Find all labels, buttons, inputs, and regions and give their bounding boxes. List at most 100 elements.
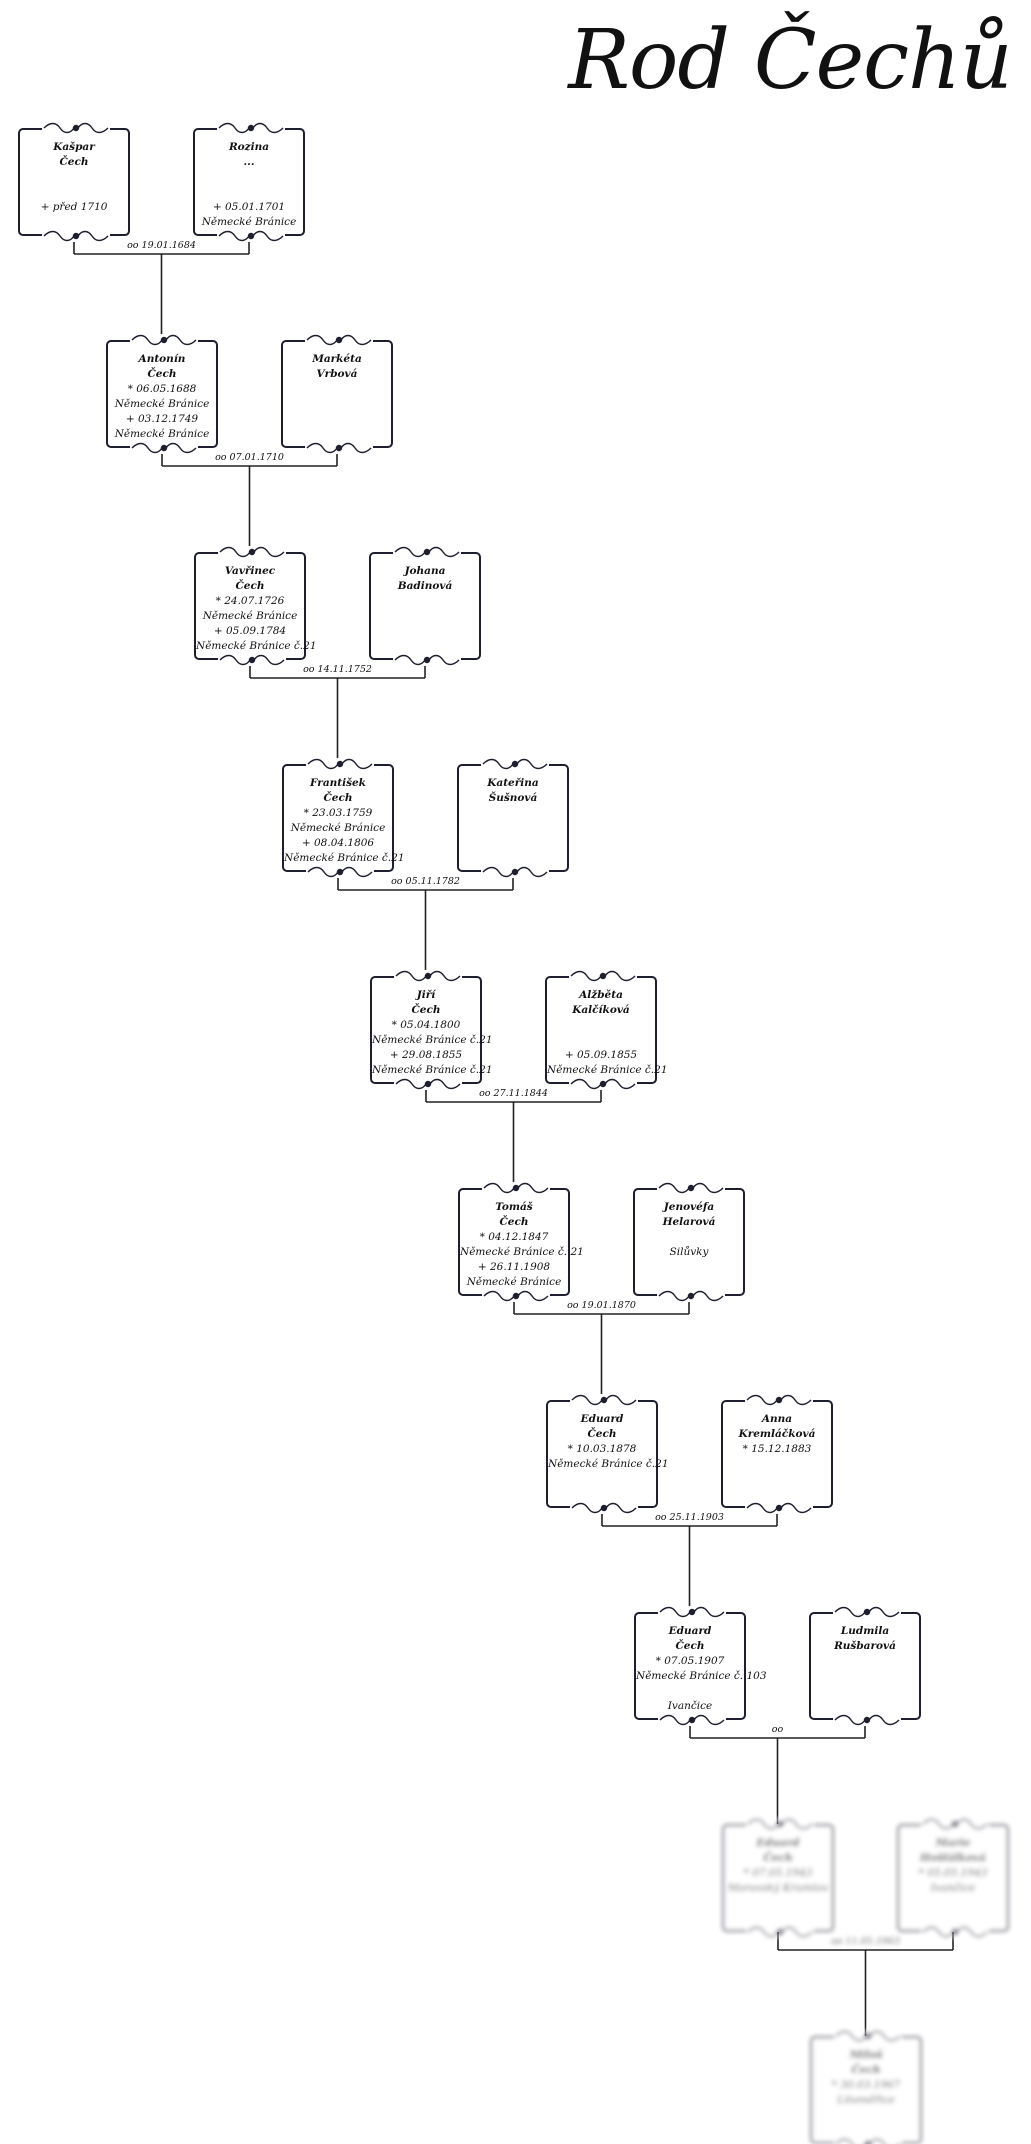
person-detail xyxy=(20,185,128,200)
given-name: František xyxy=(310,777,366,789)
given-name: Miloš xyxy=(849,2049,883,2061)
scroll-ornament-icon xyxy=(218,654,286,666)
person-detail: Německé Bránice č.21 xyxy=(548,1458,669,1470)
scroll-ornament-icon xyxy=(834,2030,902,2042)
surname: Čech xyxy=(763,1852,793,1864)
person-detail: Německé Bránice xyxy=(114,428,210,440)
person-detail: * 24.07.1726 xyxy=(215,595,285,607)
given-name: Jiří xyxy=(416,989,436,1001)
scroll-ornament-icon xyxy=(306,866,374,878)
scroll-ornament-icon xyxy=(393,654,461,666)
person-detail: + 03.12.1749 xyxy=(125,413,199,425)
surname: Čech xyxy=(235,580,265,592)
surname: Čech xyxy=(675,1640,705,1652)
person-detail: Silůvky xyxy=(669,1246,709,1258)
surname: Vrbová xyxy=(316,368,358,380)
person-detail xyxy=(635,1230,743,1245)
surname: Šušnová xyxy=(488,792,538,804)
given-name: Eduard xyxy=(756,1837,800,1849)
scroll-ornament-icon xyxy=(569,1078,637,1090)
scroll-ornament-icon xyxy=(921,1926,989,1938)
person-detail: * 07.05.1907 xyxy=(655,1655,725,1667)
marriage-date: oo 19.01.1684 xyxy=(127,240,196,251)
scroll-ornament-icon xyxy=(657,1182,725,1194)
marriage-date: oo 25.11.1903 xyxy=(655,1512,724,1523)
scroll-ornament-icon xyxy=(482,1182,550,1194)
scroll-ornament-icon xyxy=(569,970,637,982)
person-detail: + 26.11.1908 xyxy=(477,1261,551,1273)
surname: Kalčíková xyxy=(572,1004,630,1016)
scroll-ornament-icon xyxy=(130,442,198,454)
person-detail: Německé Bránice xyxy=(114,398,210,410)
given-name: Antonín xyxy=(138,353,186,365)
scroll-ornament-icon xyxy=(833,1714,901,1726)
scroll-ornament-icon xyxy=(217,230,285,242)
scroll-ornament-icon xyxy=(218,546,286,558)
marriage-date: oo 11.05.1963 xyxy=(831,1936,900,1947)
person-detail xyxy=(195,170,303,185)
marriage-date: oo xyxy=(771,1724,784,1735)
person-detail xyxy=(20,170,128,185)
person-detail: * 07.05.1943 xyxy=(743,1867,813,1879)
person-detail: * 05.05.1943 xyxy=(918,1867,988,1879)
person-detail: * 10.03.1878 xyxy=(567,1443,637,1455)
person-detail: Německé Bránice č.21 xyxy=(547,1064,668,1076)
marriage-date: oo 19.01.1870 xyxy=(567,1300,636,1311)
scroll-ornament-icon xyxy=(217,122,285,134)
person-detail: * 06.05.1688 xyxy=(127,383,197,395)
surname: Hošťálková xyxy=(920,1852,986,1864)
given-name: Jenovéfa xyxy=(663,1201,715,1213)
surname: Čech xyxy=(499,1216,529,1228)
person-detail: Ivančice xyxy=(667,1700,713,1712)
given-name: Tomáš xyxy=(495,1201,533,1213)
person-detail: Německé Bránice č.21 xyxy=(372,1034,493,1046)
scroll-ornament-icon xyxy=(570,1502,638,1514)
scroll-ornament-icon xyxy=(482,1290,550,1302)
surname: Čech xyxy=(851,2064,881,2076)
marriage-date: oo 27.11.1844 xyxy=(479,1088,548,1099)
surname: ... xyxy=(243,156,255,168)
given-name: Kašpar xyxy=(53,141,95,153)
scroll-ornament-icon xyxy=(658,1606,726,1618)
person-detail: * 30.03.1967 xyxy=(831,2079,901,2091)
given-name: Alžběta xyxy=(579,989,623,1001)
surname: Čech xyxy=(411,1004,441,1016)
given-name: Marie xyxy=(935,1837,971,1849)
scroll-ornament-icon xyxy=(658,1714,726,1726)
scroll-ornament-icon xyxy=(746,1926,814,1938)
scroll-ornament-icon xyxy=(305,334,373,346)
person-detail xyxy=(547,1033,655,1048)
scroll-ornament-icon xyxy=(657,1290,725,1302)
scroll-ornament-icon xyxy=(130,334,198,346)
scroll-ornament-icon xyxy=(42,230,110,242)
scroll-ornament-icon xyxy=(481,758,549,770)
surname: Čech xyxy=(59,156,89,168)
person-detail: Německé Bránice č.21 xyxy=(372,1064,493,1076)
scroll-ornament-icon xyxy=(834,2138,902,2144)
person-detail xyxy=(547,1018,655,1033)
person-detail: * 23.03.1759 xyxy=(303,807,373,819)
person-detail: * 04.12.1847 xyxy=(479,1231,549,1243)
surname: Čech xyxy=(147,368,177,380)
